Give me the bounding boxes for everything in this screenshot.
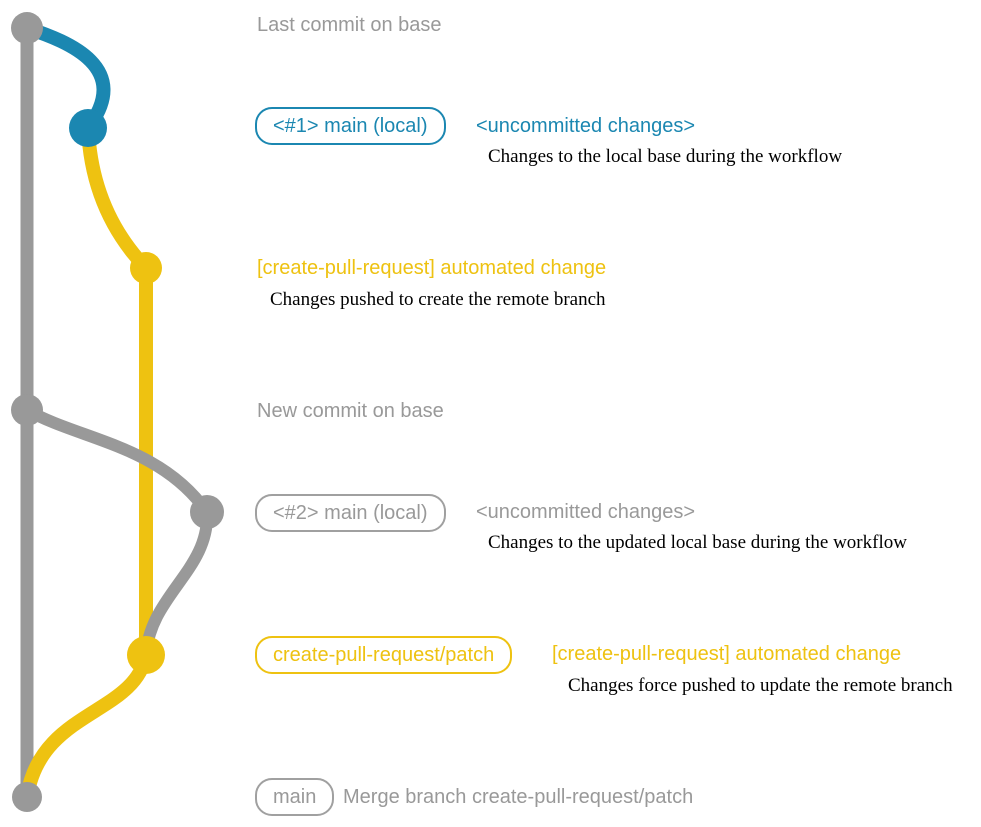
badge-main: main	[255, 778, 335, 816]
commit-node-new-base	[11, 394, 43, 426]
commit-node-local-main-2	[190, 495, 224, 529]
uncommitted-changes-title-2: <uncommitted changes>	[476, 501, 696, 523]
badge-main-local-2: <#2> main (local)	[255, 494, 446, 532]
automated-change-title-2: [create-pull-request] automated change	[552, 643, 902, 665]
uncommitted-changes-title-1: <uncommitted changes>	[476, 115, 696, 137]
badge-main-local-1: <#1> main (local)	[255, 107, 446, 145]
commit-node-local-main-1	[69, 109, 107, 147]
automated-change-title-1: [create-pull-request] automated change	[257, 257, 607, 279]
patch-branch-line	[20, 121, 153, 804]
commit-node-last-base	[11, 12, 43, 44]
commit-node-merge	[12, 782, 42, 812]
last-commit-label: Last commit on base	[257, 14, 442, 36]
uncommitted-changes-description-2: Changes to the updated local base during…	[488, 532, 907, 553]
new-commit-label: New commit on base	[257, 400, 444, 422]
commit-node-patch-1	[130, 252, 162, 284]
local-main-branch-line	[20, 21, 111, 135]
automated-change-description-2: Changes force pushed to update the remot…	[568, 675, 953, 696]
base-update-curve	[21, 404, 213, 518]
merge-commit-label: Merge branch create-pull-request/patch	[343, 786, 694, 808]
uncommitted-changes-description-1: Changes to the local base during the wor…	[488, 146, 843, 167]
badge-patch-branch: create-pull-request/patch	[255, 636, 513, 674]
automated-change-description-1: Changes pushed to create the remote bran…	[270, 289, 606, 310]
commit-node-patch-2	[127, 636, 165, 674]
rebase-curve	[140, 506, 214, 661]
